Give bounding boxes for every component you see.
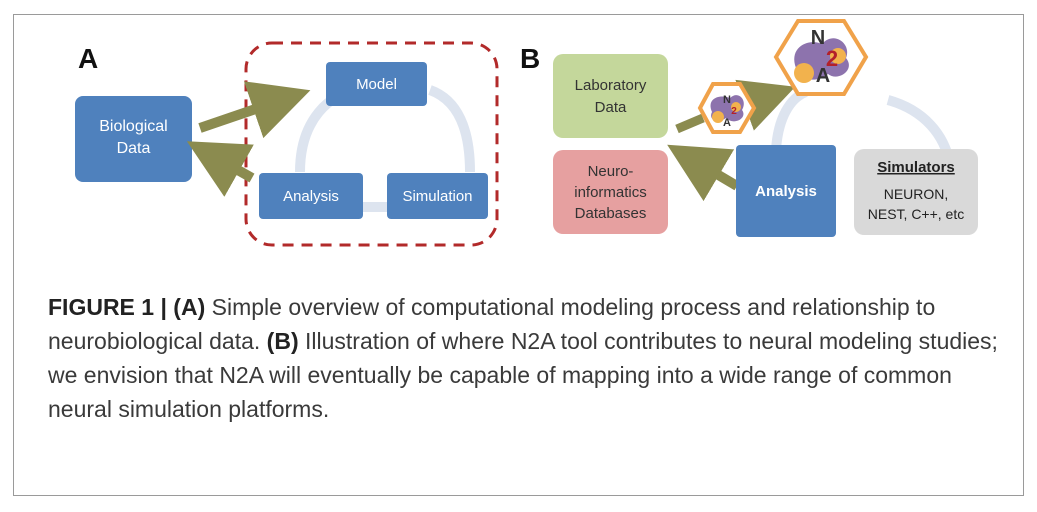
analysis-label-b: Analysis	[755, 183, 817, 200]
figure-label: FIGURE 1 |	[48, 294, 174, 320]
laboratory-data-box	[553, 54, 668, 138]
arrow-analysis-to-databases	[667, 144, 740, 202]
caption-b-label: (B)	[266, 328, 299, 354]
n2a-large-logo: N A 2	[773, 19, 869, 96]
svg-text:N: N	[723, 94, 731, 106]
svg-text:2: 2	[731, 106, 737, 117]
caption-b-text: Illustration of where N2A tool contribut…	[48, 328, 998, 422]
svg-text:N: N	[811, 27, 825, 49]
arrow-data-to-model	[198, 81, 311, 139]
analysis-label-a: Analysis	[283, 188, 339, 205]
simulation-box	[387, 173, 488, 219]
simulators-list: NEURON,NEST, C++, etc	[868, 186, 964, 222]
simulation-label: Simulation	[402, 188, 472, 205]
arrow-lab-to-n2a	[675, 113, 705, 134]
model-box	[326, 62, 427, 106]
n2a-small-logo: N A 2	[697, 82, 757, 134]
svg-text:A: A	[816, 65, 830, 87]
neuroinformatics-box	[553, 150, 668, 234]
panel-a-letter: A	[78, 43, 98, 74]
caption-a-label: (A)	[173, 294, 206, 320]
simulators-box	[854, 149, 978, 235]
caption-a-text: Simple overview of computational modelin…	[48, 294, 936, 354]
analysis-box-b	[736, 145, 836, 237]
model-label: Model	[356, 76, 397, 93]
svg-text:2: 2	[826, 46, 838, 71]
figure-caption: FIGURE 1 | (A) Simple overview of comput…	[48, 290, 998, 426]
biological-data-box	[75, 96, 192, 182]
svg-text:A: A	[723, 117, 731, 129]
panel-b-letter: B	[520, 43, 540, 74]
analysis-box-a	[259, 173, 363, 219]
simulators-title: Simulators	[877, 159, 955, 176]
arrow-analysis-to-data	[186, 141, 255, 197]
figure-frame	[13, 14, 1024, 496]
